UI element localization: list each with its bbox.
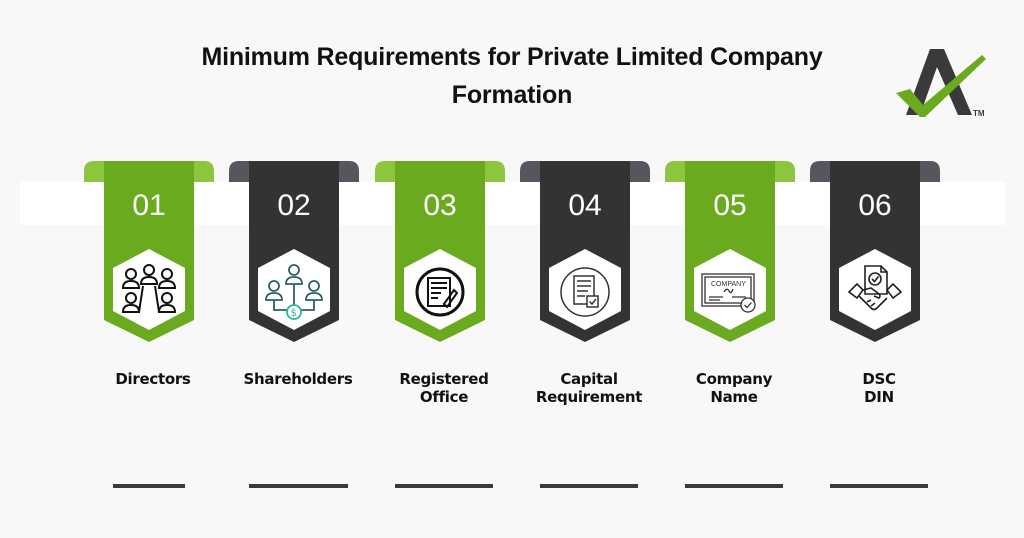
step-label-registered-office: Registered Office [399, 370, 489, 406]
step-label-directors: Directors [115, 370, 191, 388]
step-label-capital-requirement: Capital Requirement [535, 370, 643, 406]
step-capital-requirement: 04 [520, 160, 650, 350]
handshake-document-icon [847, 265, 903, 311]
underline-rule [395, 484, 493, 488]
step-directors: 01 [84, 160, 214, 350]
step-number: 04 [568, 189, 602, 222]
step-number: 02 [277, 189, 311, 222]
step-label-company-name: Company Name [695, 370, 773, 406]
meeting-people-icon [121, 264, 177, 313]
document-pen-icon [415, 267, 465, 317]
step-label-shareholders: Shareholders [243, 370, 353, 388]
ribbon-green [665, 161, 795, 342]
step-number: 06 [858, 189, 892, 222]
svg-text:$: $ [291, 308, 297, 319]
title-line-2: Formation [451, 81, 573, 109]
document-check-icon [560, 267, 610, 317]
underline-rule [249, 484, 348, 488]
company-certificate-icon: COMPANY [701, 273, 756, 313]
ribbon-dark [810, 161, 940, 342]
step-label-dsc-din: DSC DIN [862, 370, 896, 406]
underline-rule [830, 484, 928, 488]
underline-rule [685, 484, 783, 488]
svg-text:TM: TM [973, 109, 985, 118]
step-company-name: 05 COMPANY [665, 160, 795, 350]
page-title: Minimum Requirements for Private Limited… [0, 38, 1024, 114]
title-line-1: Minimum Requirements for Private Limited… [201, 43, 823, 71]
underline-rule [113, 484, 185, 488]
step-number: 03 [423, 189, 457, 222]
step-number: 01 [132, 189, 166, 222]
step-dsc-din: 06 [810, 160, 940, 350]
shareholders-dollar-icon: $ [265, 264, 323, 320]
logo-check-a-icon: TM [896, 49, 986, 118]
ribbon-dark [520, 161, 650, 342]
step-shareholders: 02 $ [229, 160, 359, 350]
svg-text:COMPANY: COMPANY [711, 281, 746, 288]
underline-rule [540, 484, 638, 488]
step-number: 05 [713, 189, 747, 222]
step-registered-office: 03 [375, 160, 505, 350]
